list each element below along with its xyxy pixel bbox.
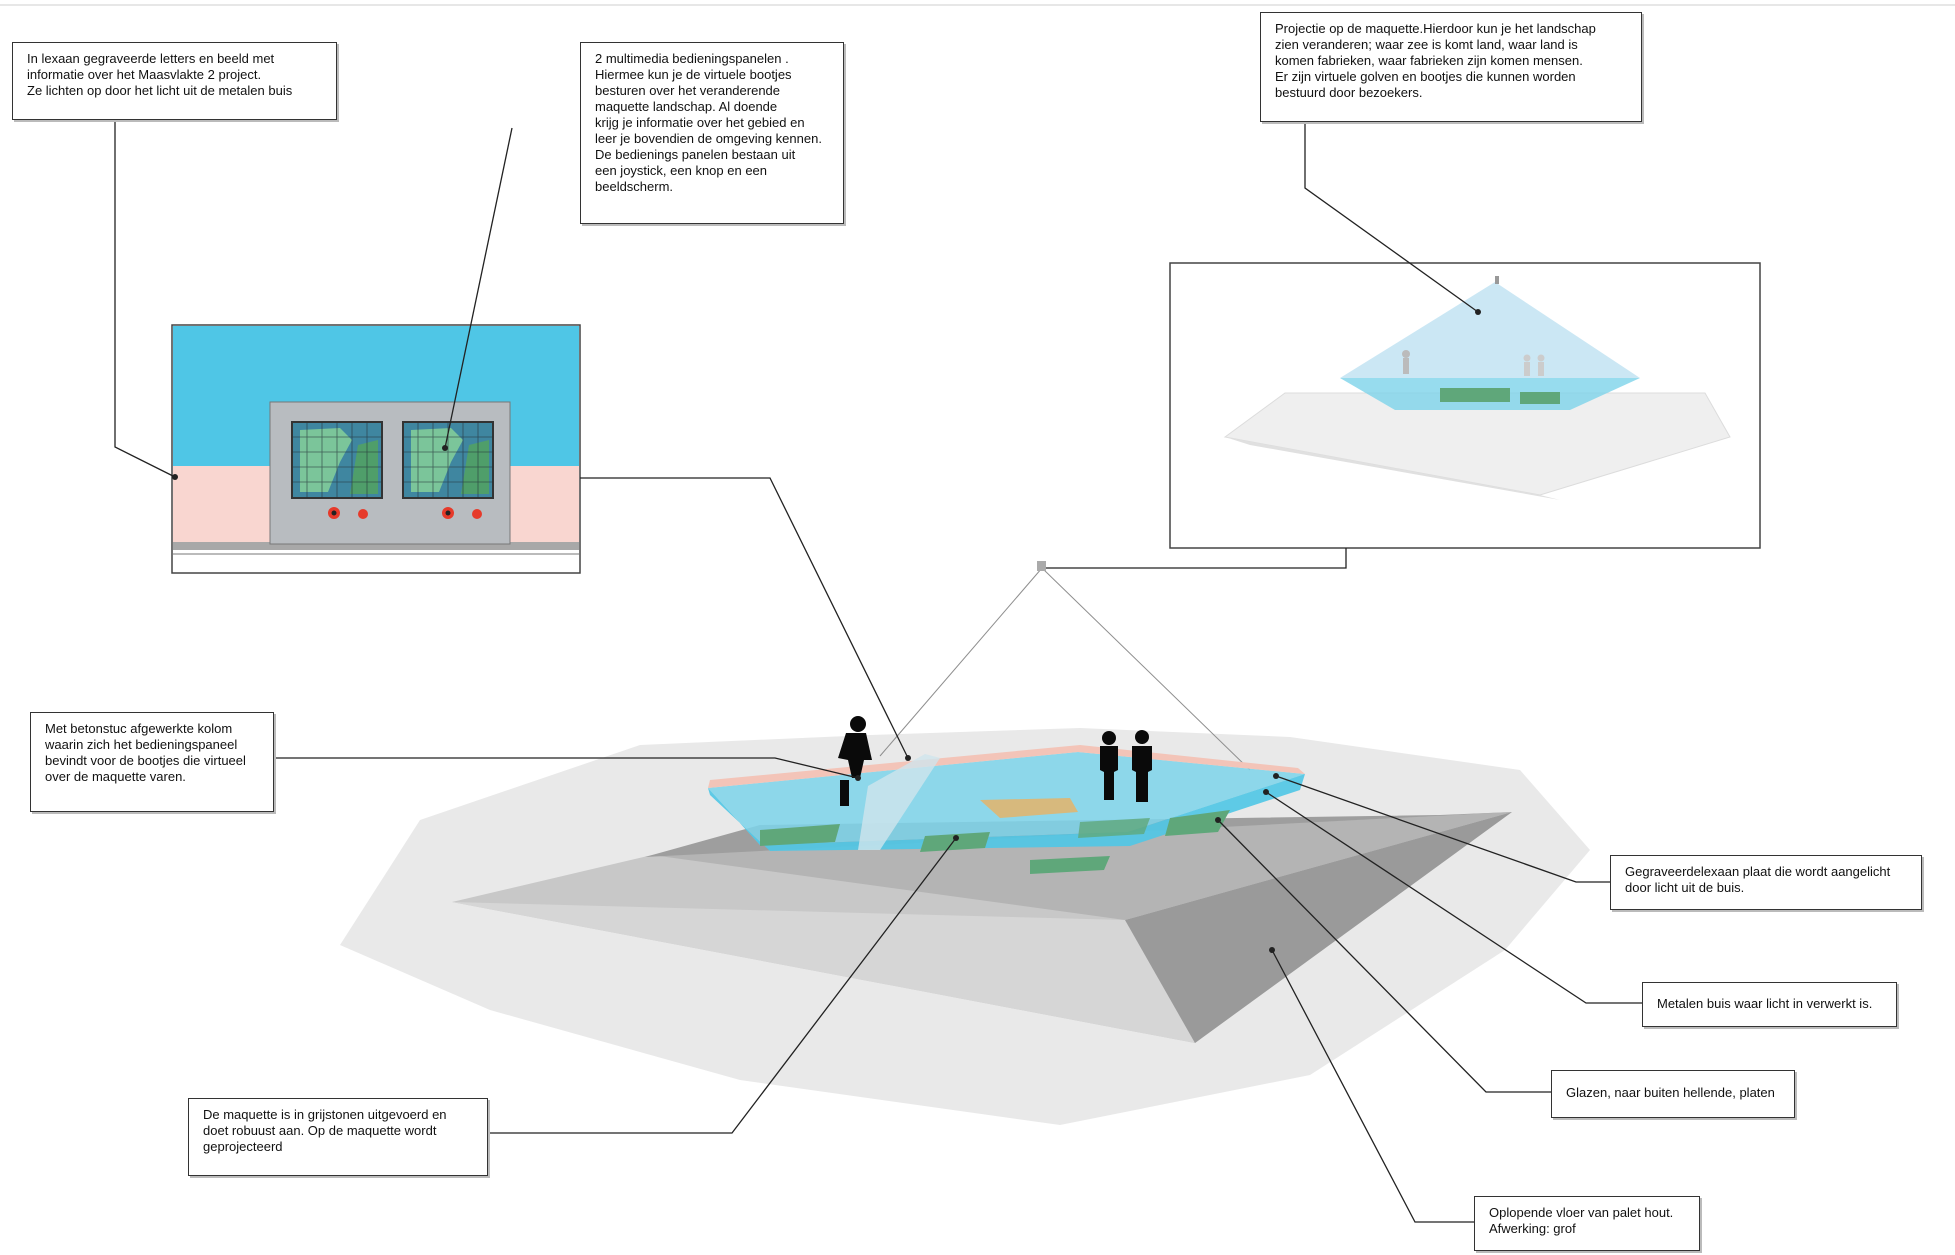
callout-line: Er zijn virtuele golven en bootjes die k… bbox=[1275, 69, 1576, 84]
engraved-plate-rim bbox=[708, 745, 1305, 788]
callout-multimedia-panels: 2 multimedia bedieningspanelen . Hiermee… bbox=[580, 42, 844, 224]
leader-betonstuc-column bbox=[272, 757, 859, 779]
callout-line: bestuurd door bezoekers. bbox=[1275, 85, 1423, 100]
callout-line: Gegraveerdelexaan plaat die wordt aangel… bbox=[1625, 864, 1891, 879]
callout-line: beeldscherm. bbox=[595, 179, 674, 194]
callout-line: Metalen buis waar licht in verwerkt is. bbox=[1657, 996, 1873, 1011]
callout-line: leer je bovendien de omgeving kennen. bbox=[595, 131, 822, 146]
callout-line: zien veranderen; waar zee is komt land, … bbox=[1275, 37, 1578, 52]
leader-overview-to-projector bbox=[1046, 548, 1347, 569]
visitor-silhouettes bbox=[838, 716, 1152, 806]
projection-line-right bbox=[1041, 567, 1251, 771]
callout-grey-maquette: De maquette is in grijstonen uitgevoerd … bbox=[188, 1098, 488, 1176]
rising-floor-side bbox=[1125, 812, 1512, 1043]
callout-line: komen fabrieken, waar fabrieken zijn kom… bbox=[1275, 53, 1583, 68]
leader-elevation-to-column bbox=[580, 477, 909, 759]
leader-rising-floor bbox=[1271, 949, 1476, 1223]
overview-inset bbox=[1169, 262, 1761, 549]
callout-line: besturen over het veranderende bbox=[595, 83, 781, 98]
leader-glass-plates bbox=[1217, 819, 1553, 1093]
callout-line: krijg je informatie over het gebied en bbox=[595, 115, 805, 130]
leader-engraved-plate bbox=[1275, 775, 1612, 883]
leader-grey-maquette bbox=[486, 837, 957, 1134]
projection-line-left bbox=[879, 567, 1043, 757]
leader-metal-tube bbox=[1265, 791, 1643, 1004]
callout-line: Hiermee kun je de virtuele bootjes bbox=[595, 67, 792, 82]
screen-left bbox=[291, 421, 383, 499]
leader-multimedia-panels bbox=[444, 127, 513, 449]
elevation-floor-strip bbox=[173, 542, 579, 550]
callout-line: De bedienings panelen bestaan uit bbox=[595, 147, 796, 162]
control-column bbox=[858, 754, 940, 850]
button-right bbox=[472, 509, 482, 519]
control-panel-elevation bbox=[171, 324, 581, 574]
projector bbox=[1037, 561, 1046, 571]
callout-line: een joystick, een knop en een bbox=[595, 163, 768, 178]
callout-line: maquette landschap. Al doende bbox=[595, 99, 778, 114]
leader-dots bbox=[172, 309, 1481, 953]
callout-line: door licht uit de buis. bbox=[1625, 880, 1745, 895]
callout-engraved-plate: Gegraveerdelexaan plaat die wordt aangel… bbox=[1610, 855, 1922, 910]
callout-line: In lexaan gegraveerde letters en beeld m… bbox=[27, 51, 275, 66]
callout-line: De maquette is in grijstonen uitgevoerd … bbox=[203, 1107, 447, 1122]
callout-line: 2 multimedia bedieningspanelen . bbox=[595, 51, 789, 66]
leader-projection bbox=[1304, 120, 1479, 313]
leader-lexaan-letters bbox=[114, 118, 176, 478]
callout-line: over de maquette varen. bbox=[45, 769, 186, 784]
callout-glass-plates: Glazen, naar buiten hellende, platen bbox=[1551, 1070, 1795, 1118]
callout-line: bevindt voor de bootjes die virtueel bbox=[45, 753, 246, 768]
callout-line: geprojecteerd bbox=[203, 1139, 283, 1154]
rising-floor-front bbox=[452, 902, 1195, 1043]
callout-betonstuc-column: Met betonstuc afgewerkte kolom waarin zi… bbox=[30, 712, 274, 812]
callout-line: waarin zich het bedieningspaneel bbox=[45, 737, 238, 752]
callout-metal-tube: Metalen buis waar licht in verwerkt is. bbox=[1642, 982, 1897, 1027]
callout-line: informatie over het Maasvlakte 2 project… bbox=[27, 67, 262, 82]
callout-line: Afwerking: grof bbox=[1489, 1221, 1576, 1236]
callout-line: Projectie op de maquette.Hierdoor kun je… bbox=[1275, 21, 1596, 36]
callout-lexaan-letters: In lexaan gegraveerde letters en beeld m… bbox=[12, 42, 337, 120]
callout-rising-floor: Oplopende vloer van palet hout. Afwerkin… bbox=[1474, 1196, 1700, 1251]
callout-line: Met betonstuc afgewerkte kolom bbox=[45, 721, 233, 736]
button-left bbox=[358, 509, 368, 519]
main-perspective bbox=[340, 561, 1590, 1125]
leader-lines bbox=[114, 118, 1643, 1223]
callout-line: Oplopende vloer van palet hout. bbox=[1489, 1205, 1674, 1220]
callout-line: doet robuust aan. Op de maquette wordt bbox=[203, 1123, 437, 1138]
screen-right bbox=[402, 421, 494, 499]
callout-line: Ze lichten op door het licht uit de meta… bbox=[27, 83, 293, 98]
callout-projection: Projectie op de maquette.Hierdoor kun je… bbox=[1260, 12, 1642, 122]
callout-line: Glazen, naar buiten hellende, platen bbox=[1566, 1085, 1775, 1100]
overview-light-cone bbox=[1340, 282, 1640, 378]
